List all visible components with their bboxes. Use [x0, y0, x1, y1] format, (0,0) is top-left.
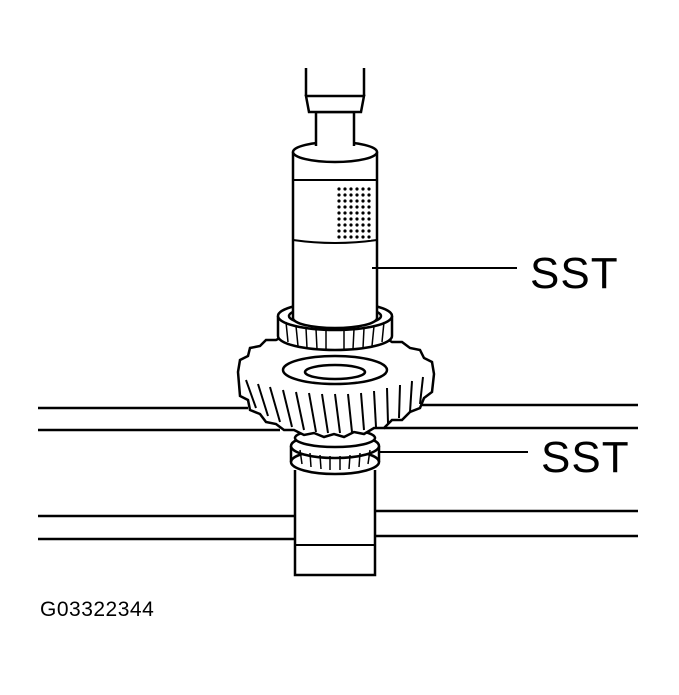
shaft-lower	[293, 470, 377, 577]
sst-label-lower: SST	[541, 433, 630, 482]
sst-label-upper: SST	[530, 249, 619, 298]
sst-upper-cylinder	[291, 140, 379, 330]
press-ram	[304, 68, 366, 146]
helical-gear	[236, 332, 436, 439]
support-plate-upper	[38, 403, 638, 432]
figure-id: G03322344	[40, 598, 155, 621]
support-plate-lower	[38, 509, 638, 541]
callout-leaders	[372, 267, 528, 453]
sst-lower-sleeve	[289, 427, 381, 476]
